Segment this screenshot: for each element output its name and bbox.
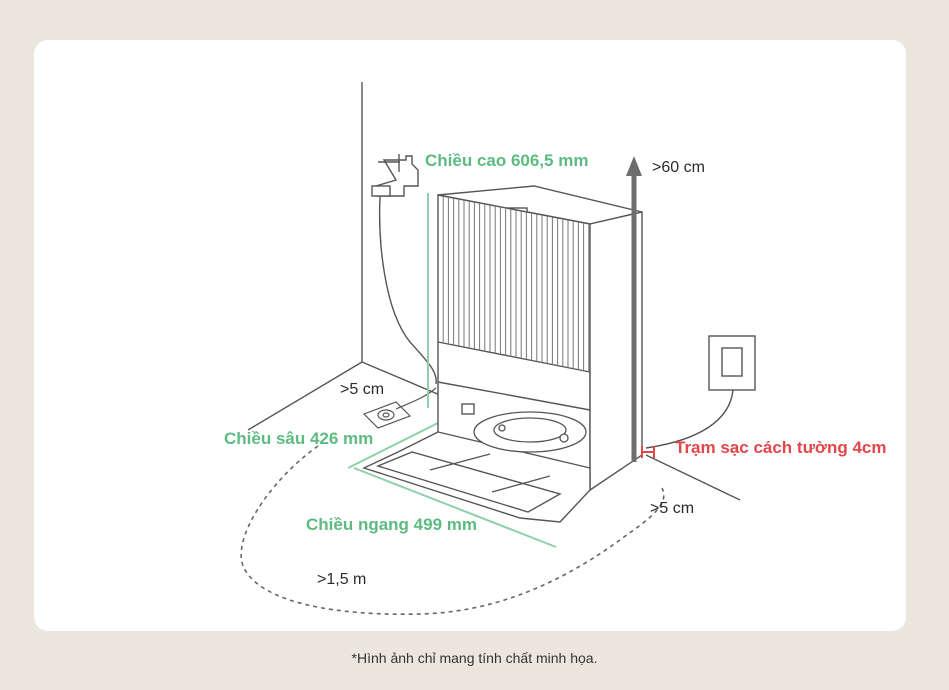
wall-gap-marker (641, 446, 655, 458)
front-clearance-zone (240, 445, 665, 616)
power-outlet-icon (708, 335, 756, 391)
side-clearance-left-label: >5 cm (340, 381, 385, 398)
robot-vacuum-icon (473, 411, 587, 453)
water-hose (378, 196, 437, 385)
dimension-guides (347, 193, 557, 548)
wall-gap-label: Trạm sạc cách tường 4cm (675, 438, 887, 457)
station-vent-lines (442, 195, 590, 372)
room-wall-lines (247, 82, 741, 501)
illustration-disclaimer: *Hình ảnh chỉ mang tính chất minh họa. (351, 650, 598, 666)
height-dimension-label: Chiều cao 606,5 mm (425, 151, 589, 170)
top-clearance-label: >60 cm (652, 159, 705, 176)
side-clearance-right-label: >5 cm (650, 500, 695, 517)
power-cord (645, 389, 734, 449)
water-faucet-icon (371, 154, 419, 197)
station-base-ramp (362, 431, 591, 523)
depth-dimension-label: Chiều sâu 426 mm (224, 429, 374, 448)
top-clearance-arrow (626, 156, 642, 462)
front-clearance-label: >1,5 m (317, 571, 367, 588)
width-dimension-label: Chiều ngang 499 mm (306, 515, 477, 534)
floor-drain-icon (362, 387, 437, 429)
